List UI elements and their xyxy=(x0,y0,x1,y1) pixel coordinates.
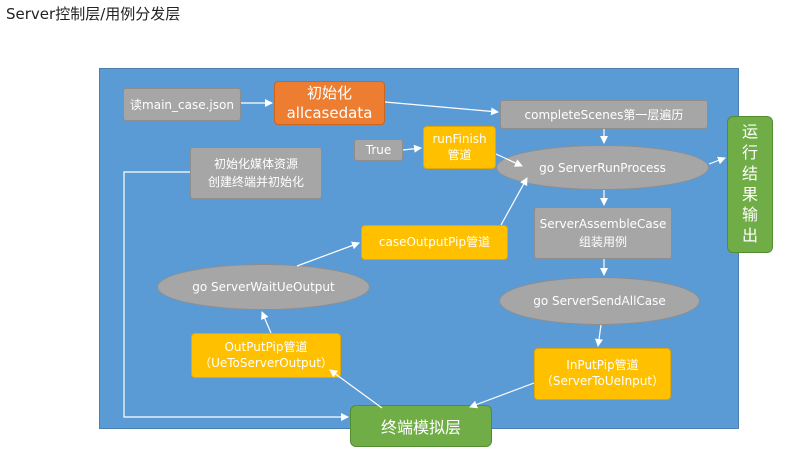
arrow-wait-to-caseoutput xyxy=(296,241,360,267)
read-main-case-node: 读main_case.json xyxy=(123,88,241,121)
arrow-true-to-finish xyxy=(402,144,422,153)
arrow-init-to-complete xyxy=(384,101,499,116)
complete-scenes-node: completeScenes第一层遍历 xyxy=(500,100,708,129)
server-assemble-case-node: ServerAssembleCase 组装用例 xyxy=(534,207,672,259)
server-send-all-case-node: go ServerSendAllCase xyxy=(499,277,700,325)
server-run-process-node: go ServerRunProcess xyxy=(496,145,709,190)
arrow-run-to-result xyxy=(708,156,726,165)
server-wait-ue-output-node: go ServerWaitUeOutput xyxy=(157,264,370,310)
arrow-terminal-to-output xyxy=(329,369,383,409)
init-media-node: 初始化媒体资源 创建终端并初始化 xyxy=(190,147,322,199)
arrow-caseoutput-to-run xyxy=(500,177,528,226)
arrow-output-to-wait xyxy=(261,311,272,334)
arrow-send-to-input xyxy=(595,324,603,347)
result-output-node: 运 行 结 果 输 出 xyxy=(727,116,773,253)
true-label-node: True xyxy=(354,139,403,161)
input-pipe-node: InPutPip管道 （ServerToUeInput） xyxy=(534,348,671,400)
init-allcasedata-node: 初始化 allcasedata xyxy=(274,81,385,125)
page-title: Server控制层/用例分发层 xyxy=(6,5,181,23)
terminal-layer-node: 终端模拟层 xyxy=(350,405,492,447)
output-pipe-node: OutPutPip管道 （UeToServerOutput） xyxy=(191,333,341,378)
arrow-media-to-terminal xyxy=(123,171,349,421)
run-finish-pipe-node: runFinish 管道 xyxy=(423,126,496,169)
arrow-input-to-terminal xyxy=(469,382,535,409)
arrow-finish-to-run xyxy=(495,153,523,167)
case-output-pipe-node: caseOutputPip管道 xyxy=(361,225,508,260)
